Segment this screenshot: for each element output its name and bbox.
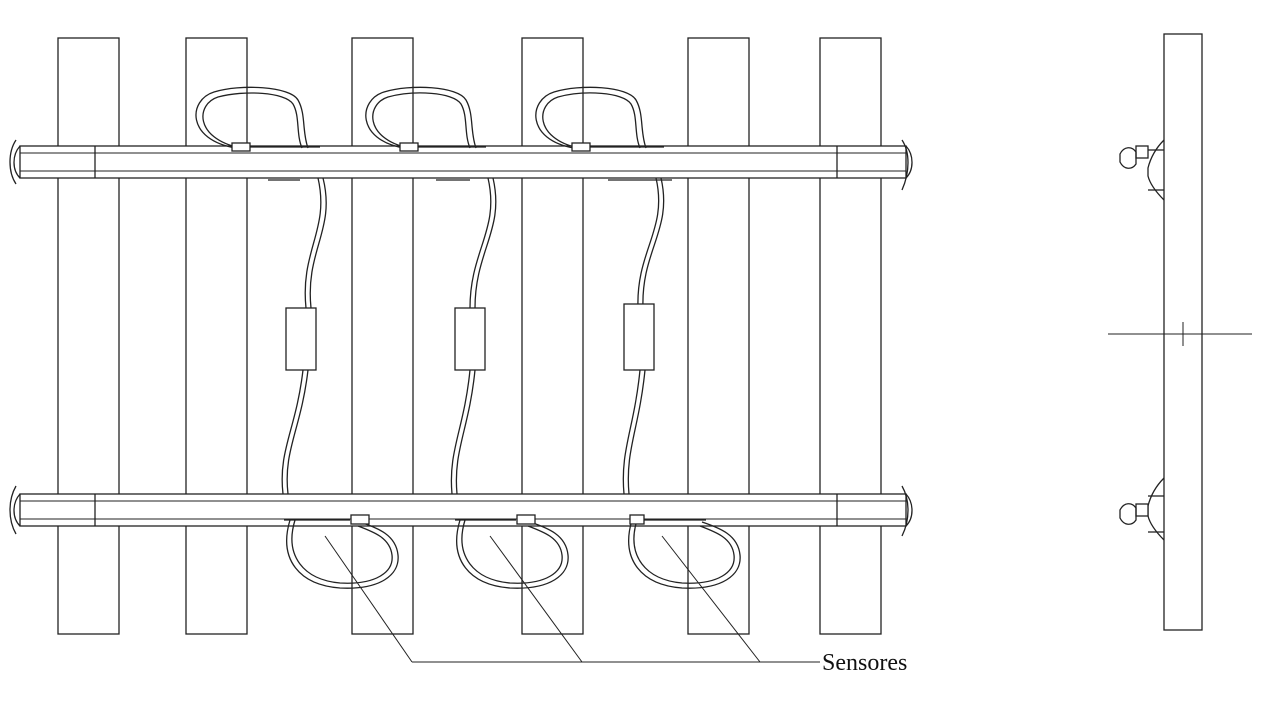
sensor-label: Sensores [822,650,907,676]
sensor-bottom-2 [516,514,536,525]
sleeper-2 [185,37,248,635]
junction-box-2 [454,307,486,371]
rail-bottom [9,485,913,537]
sensor-bottom-3 [629,514,645,525]
sensor-assembly-3 [535,86,741,589]
rail-top [9,139,913,191]
side-view [1108,33,1252,631]
sensor-assembly-1 [195,86,399,589]
junction-box-1 [285,307,317,371]
leader-lines [324,535,820,663]
sleeper-3 [351,37,414,635]
sensor-bottom-1 [350,514,370,525]
rail-profile-top [1119,139,1165,201]
sleeper-4 [521,37,584,635]
sensor-top-2 [399,142,419,152]
rail-profile-bottom [1119,477,1165,541]
sleepers [57,37,882,635]
sensor-top-3 [571,142,591,152]
junction-box-3 [623,303,655,371]
sleeper-1 [57,37,120,635]
sleeper-6 [819,37,882,635]
sensor-top-1 [231,142,251,152]
sleeper-5 [687,37,750,635]
sensor-assembly-2 [365,86,569,589]
